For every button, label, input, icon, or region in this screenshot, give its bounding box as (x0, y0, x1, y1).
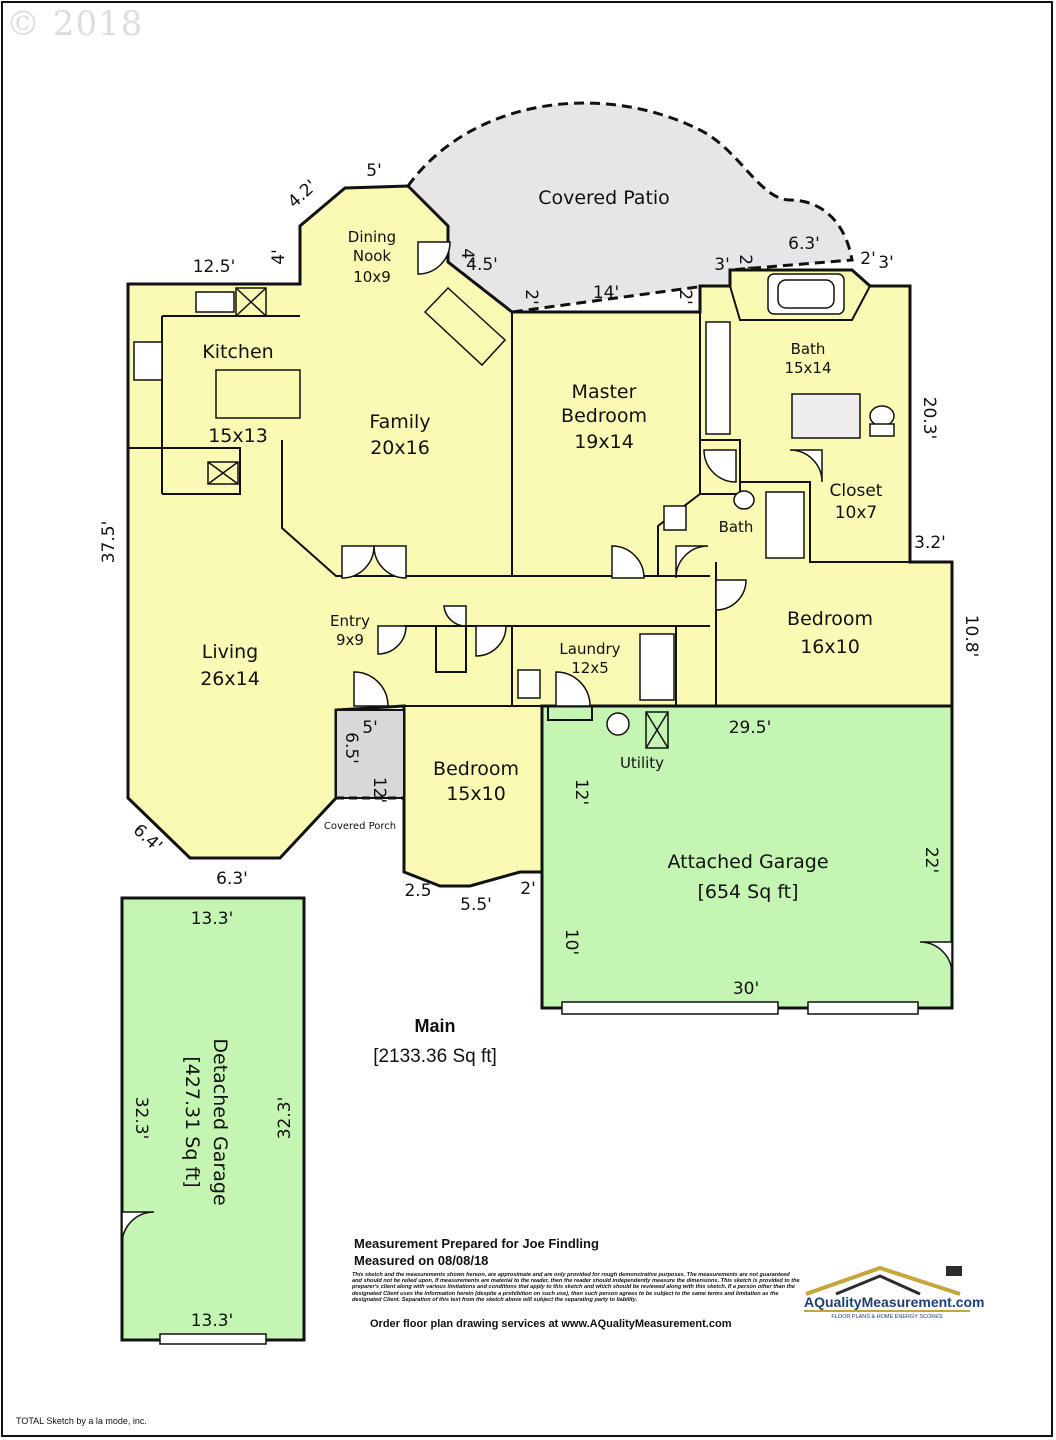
covered-porch-label: Covered Porch (324, 821, 396, 832)
dim-10-8: 10.8' (961, 615, 981, 658)
dim-14: 14' (593, 283, 619, 303)
order-link: Order floor plan drawing services at www… (370, 1318, 732, 1330)
bedroom-south-size: 15x10 (446, 783, 506, 805)
dim-12-utility: 12' (571, 779, 591, 805)
dim-2-a: 2' (521, 289, 541, 305)
garage-door-right (807, 1001, 919, 1015)
footer-credit: TOTAL Sketch by a la mode, inc. (16, 1416, 147, 1426)
kitchen-label: Kitchen (202, 341, 273, 363)
bath2-label: Bath (719, 518, 754, 536)
dim-2-d: 2' (860, 249, 876, 269)
fixtures (133, 273, 895, 749)
dim-22: 22' (921, 847, 941, 873)
copyright-mark: © 2018 (6, 4, 144, 44)
prepared-for: Measurement Prepared for Joe Findling (354, 1236, 599, 1251)
dim-5-porch: 5' (362, 718, 378, 738)
laundry-label: Laundry (559, 640, 620, 658)
attached-garage-area (540, 704, 954, 1010)
dim-32-3-right: 32.3' (275, 1097, 295, 1140)
covered-patio-label: Covered Patio (538, 187, 670, 209)
dim-13-3-bottom: 13.3' (191, 1311, 234, 1331)
master-bath-size: 15x14 (784, 359, 831, 377)
garage-door-left (561, 1001, 779, 1015)
utility-label: Utility (620, 754, 664, 772)
dim-3-b: 3' (878, 253, 894, 273)
laundry-size: 12x5 (571, 659, 609, 677)
dim-5-top: 5' (366, 161, 382, 181)
dining-label-1: Dining (348, 228, 396, 246)
floor-area: [2133.36 Sq ft] (373, 1046, 497, 1067)
dim-37-5: 37.5' (99, 521, 119, 564)
dining-label-2: Nook (353, 247, 392, 265)
master-bath-label: Bath (791, 340, 826, 358)
entry-size: 9x9 (336, 631, 364, 649)
logo-tagline: FLOOR PLANS & HOME ENERGY SCORES (831, 1314, 943, 1320)
dim-6-3-living: 6.3' (216, 869, 248, 889)
kitchen-size: 15x13 (208, 425, 268, 447)
living-label: Living (202, 641, 259, 663)
dim-4-nook: 4' (457, 248, 477, 264)
master-label-2: Bedroom (561, 405, 647, 427)
dim-30: 30' (733, 979, 759, 999)
attached-garage-label: Attached Garage (667, 851, 828, 873)
bedroom-east-label: Bedroom (787, 608, 873, 630)
dim-20-3: 20.3' (919, 397, 939, 440)
family-label: Family (369, 411, 430, 433)
detached-garage-door (159, 1333, 267, 1345)
dim-5-5: 5.5' (460, 895, 492, 915)
dim-3-2: 3.2' (914, 533, 946, 553)
logo-house-graphic (805, 1265, 962, 1296)
detached-garage-label: Detached Garage (209, 1038, 231, 1205)
family-size: 20x16 (370, 437, 430, 459)
detached-garage-area (120, 896, 306, 1342)
dim-2-c: 2' (735, 254, 755, 270)
measured-on: Measured on 08/08/18 (354, 1253, 489, 1268)
dim-12-5: 12.5' (193, 257, 236, 277)
master-size: 19x14 (574, 431, 634, 453)
dim-13-3-top: 13.3' (191, 909, 234, 929)
master-label-1: Master (572, 381, 637, 403)
dim-2-5: 2.5 (404, 881, 431, 901)
door-swings (121, 241, 953, 1245)
dim-2-b: 2' (675, 289, 695, 305)
logo-name: AQualityMeasurement.com (804, 1294, 985, 1312)
dim-3-a: 3' (714, 255, 730, 275)
bedroom-south-label: Bedroom (433, 758, 519, 780)
covered-patio-area (406, 101, 854, 314)
dim-32-3-left: 32.3' (131, 1097, 151, 1140)
attached-garage-area-text: [654 Sq ft] (697, 881, 798, 903)
living-size: 26x14 (200, 668, 260, 690)
entry-label: Entry (330, 612, 370, 630)
floor-name: Main (414, 1016, 456, 1036)
dim-2-e: 2' (520, 879, 536, 899)
dim-4-5: 4.5' (466, 255, 498, 275)
detached-garage-area-text: [427.31 Sq ft] (181, 1056, 203, 1187)
dining-size: 10x9 (353, 268, 391, 286)
dim-6-5: 6.5' (341, 732, 361, 764)
dim-29-5: 29.5' (729, 718, 772, 738)
closet-size: 10x7 (835, 503, 878, 523)
dim-6-3-patio: 6.3' (788, 234, 820, 254)
dim-12-porch: 12' (369, 777, 389, 803)
dim-4: 4' (269, 249, 289, 265)
bedroom-east-size: 16x10 (800, 636, 860, 658)
disclaimer: This sketch and the measurements shown h… (352, 1272, 800, 1303)
dim-4-2: 4.2' (284, 176, 321, 212)
closet-label: Closet (830, 481, 883, 501)
dim-10: 10' (561, 929, 581, 955)
